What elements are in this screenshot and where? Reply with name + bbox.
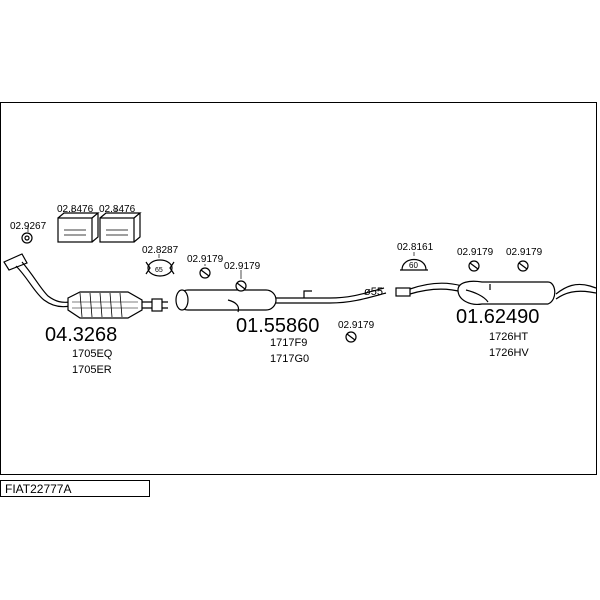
diagram-frame <box>0 102 597 475</box>
rubber-mount-icon[interactable] <box>235 280 247 292</box>
rubber-mount-icon[interactable] <box>345 331 357 343</box>
rubber-mount-icon[interactable] <box>199 267 211 279</box>
middle-silencer[interactable] <box>175 287 387 313</box>
group-1-main: 04.3268 <box>45 324 117 346</box>
rubber-b-part-number: 02.9179 <box>224 261 261 272</box>
group-2-main: 01.55860 <box>236 315 319 337</box>
clamp-kit-box-2[interactable] <box>99 212 142 243</box>
pipe-diameter-note: ø55 <box>364 286 383 298</box>
rubber-mount-icon[interactable] <box>468 260 480 272</box>
rubber-a-part-number: 02.9179 <box>187 254 224 265</box>
group-3-sub-2: 1726HV <box>489 347 529 359</box>
rear-mount-size: 60 <box>409 261 418 270</box>
rear-mount-icon[interactable] <box>400 258 428 271</box>
mount-ring-part-number: 02.8287 <box>142 245 179 256</box>
rubber-e-part-number: 02.9179 <box>506 247 543 258</box>
group-3-sub-1: 1726HT <box>489 331 528 343</box>
group-1-sub-2: 1705ER <box>72 364 112 376</box>
catalytic-converter[interactable] <box>67 291 168 319</box>
group-2-sub-1: 1717F9 <box>270 337 307 349</box>
group-1-sub-1: 1705EQ <box>72 348 113 360</box>
rear-silencer[interactable] <box>395 280 597 305</box>
rubber-c-part-number: 02.9179 <box>338 320 375 331</box>
clamp-kit-2-part-number: 02.8476 <box>99 204 136 215</box>
group-3-main: 01.62490 <box>456 306 539 328</box>
gasket-icon[interactable] <box>21 232 33 244</box>
mount-ring-icon[interactable] <box>145 259 175 277</box>
diagram-code: FIAT22777A <box>5 482 72 496</box>
front-pipe[interactable] <box>3 253 71 308</box>
mount-ring-size: 65 <box>155 267 163 274</box>
rubber-mount-icon[interactable] <box>517 260 529 272</box>
clamp-kit-1-part-number: 02.8476 <box>57 204 94 215</box>
rear-mount-part-number: 02.8161 <box>397 242 434 253</box>
gasket-part-number: 02.9267 <box>10 221 47 232</box>
group-2-sub-2: 1717G0 <box>270 353 309 365</box>
clamp-kit-box-1[interactable] <box>57 212 100 243</box>
code-box <box>0 480 150 497</box>
rubber-d-part-number: 02.9179 <box>457 247 494 258</box>
